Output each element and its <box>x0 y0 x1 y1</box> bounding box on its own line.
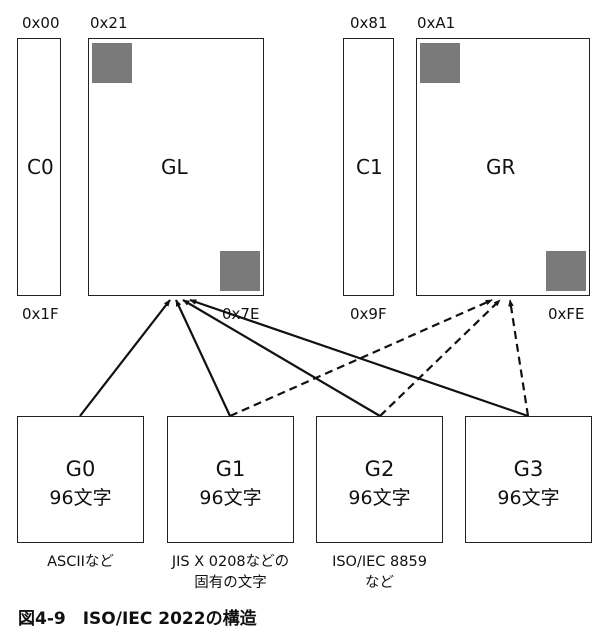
g1-set-box: G1 96文字 <box>167 416 294 543</box>
c0-end-hex: 0x1F <box>22 305 59 323</box>
arrow-g1-to-gl <box>175 299 231 417</box>
g0-count: 96文字 <box>49 487 112 509</box>
gr-region-box <box>416 38 590 296</box>
g2-count: 96文字 <box>348 487 411 509</box>
gl-end-hex: 0x7E <box>222 305 260 323</box>
gr-start-shade <box>420 43 460 83</box>
g3-count: 96文字 <box>497 487 560 509</box>
g3-set-box: G3 96文字 <box>465 416 592 543</box>
g1-name: G1 <box>215 457 246 481</box>
arrow-g0-to-gl <box>79 299 171 417</box>
arrow-g1-to-gr <box>229 298 493 418</box>
gl-end-shade <box>220 251 260 291</box>
gl-region-box <box>88 38 264 296</box>
c0-label: C0 <box>27 155 54 179</box>
g0-caption-line-1: ASCIIなど <box>47 554 114 570</box>
g2-name: G2 <box>364 457 395 481</box>
gl-label: GL <box>161 155 188 179</box>
arrow-g2-to-gl <box>182 299 381 417</box>
gr-start-hex: 0xA1 <box>417 14 456 32</box>
arrow-g3-to-gr <box>508 299 530 417</box>
gr-label: GR <box>486 155 516 179</box>
c0-region-box <box>17 38 61 296</box>
figure-title: 図4-9 ISO/IEC 2022の構造 <box>18 609 257 629</box>
c0-start-hex: 0x00 <box>22 14 60 32</box>
c1-end-hex: 0x9F <box>350 305 387 323</box>
gr-end-shade <box>546 251 586 291</box>
g2-caption-line-1: ISO/IEC 8859 <box>332 554 427 570</box>
c1-region-box <box>343 38 394 296</box>
gr-end-hex: 0xFE <box>548 305 585 323</box>
arrow-g2-to-gr <box>379 299 501 417</box>
g0-set-box: G0 96文字 <box>17 416 144 543</box>
g1-caption-line-2: 固有の文字 <box>194 575 267 591</box>
g0-name: G0 <box>65 457 96 481</box>
g3-name: G3 <box>513 457 544 481</box>
gl-start-hex: 0x21 <box>90 14 128 32</box>
g2-set-box: G2 96文字 <box>316 416 443 543</box>
c1-start-hex: 0x81 <box>350 14 388 32</box>
g2-caption-line-2: など <box>365 575 394 591</box>
g1-count: 96文字 <box>199 487 262 509</box>
arrow-g3-to-gl <box>189 298 529 418</box>
g1-caption-line-1: JIS X 0208などの <box>171 554 290 570</box>
c1-label: C1 <box>356 155 383 179</box>
gl-start-shade <box>92 43 132 83</box>
